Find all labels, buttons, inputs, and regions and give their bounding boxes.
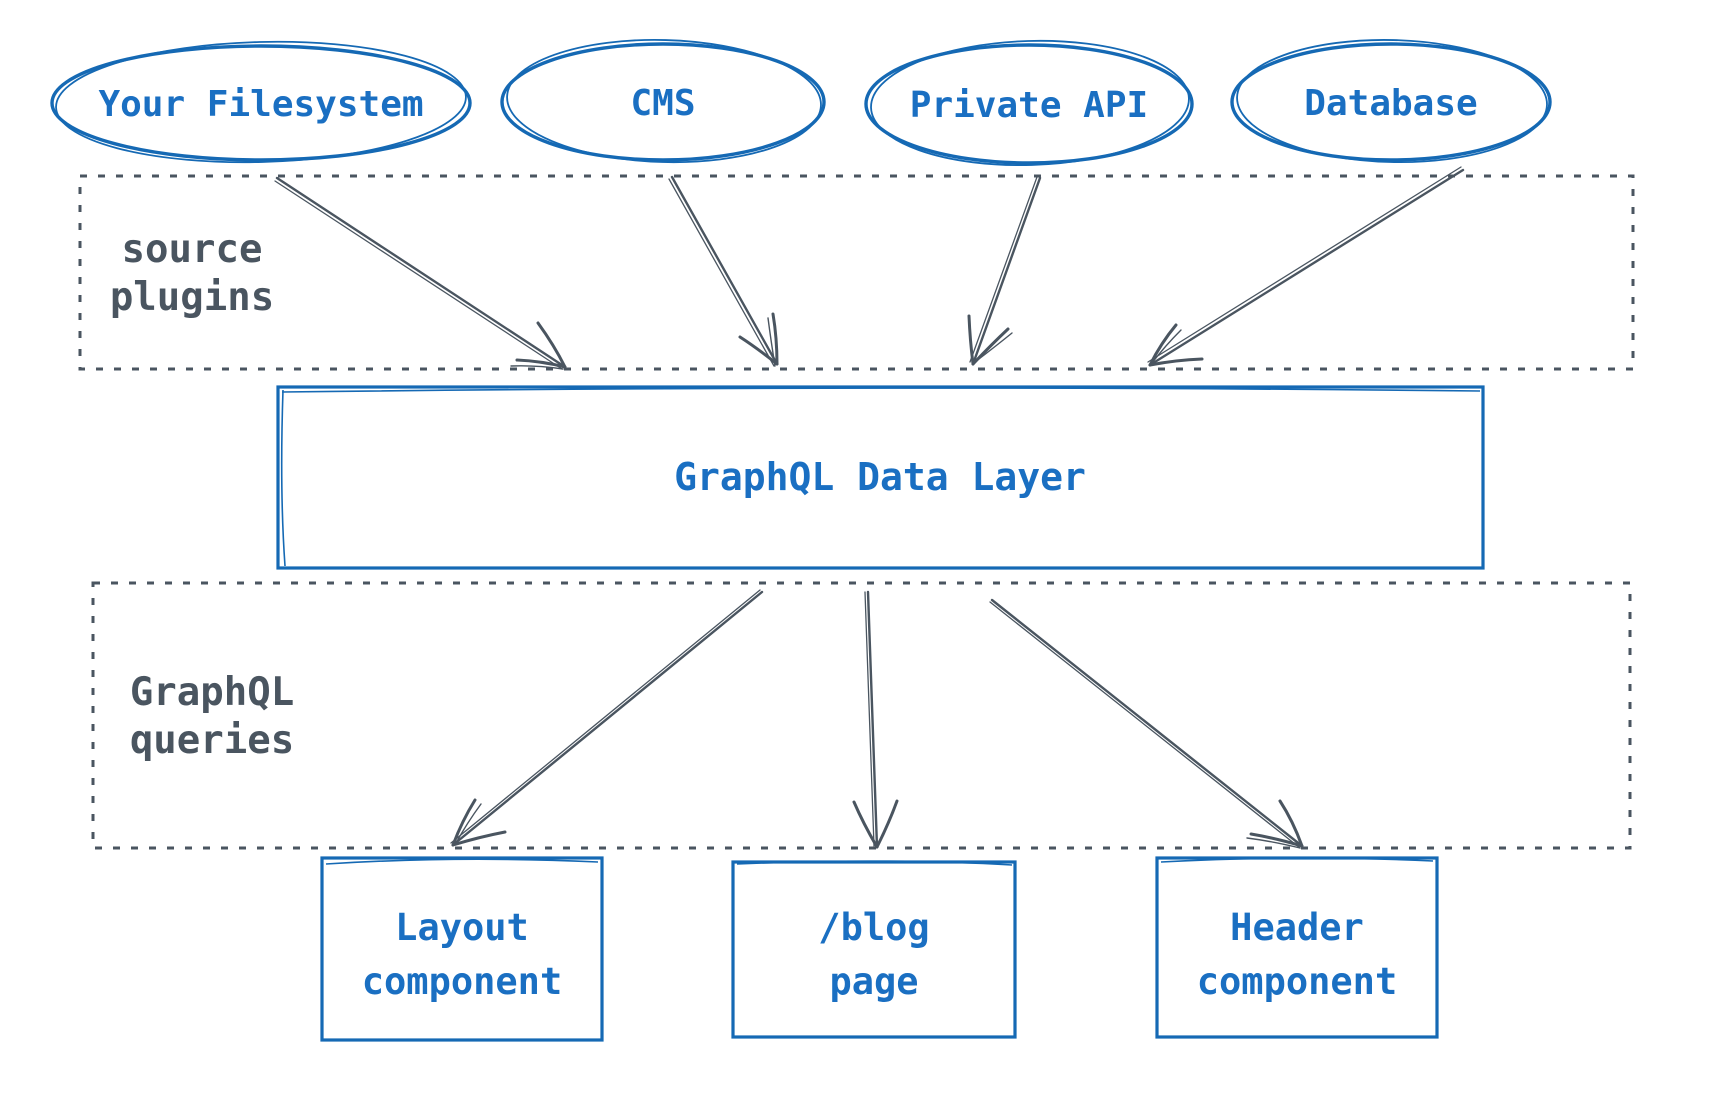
output-label-line2: component xyxy=(362,960,562,1003)
output-border-sketch xyxy=(736,860,1013,866)
graphql-queries-label-line1: GraphQL xyxy=(130,670,294,715)
source-plugins-border xyxy=(78,174,1635,371)
output-node-blog-page: /blog page xyxy=(731,860,1017,1039)
data-layer-border-sketch-left xyxy=(280,389,286,567)
output-node-header-component: Header component xyxy=(1155,856,1439,1039)
graphql-queries-border xyxy=(91,581,1632,850)
source-node-database: Database xyxy=(1230,39,1552,164)
source-node-label: Database xyxy=(1304,83,1477,124)
graphql-queries-label-line2: queries xyxy=(130,718,294,763)
output-label-line1: Header xyxy=(1230,906,1364,949)
ellipse-outline xyxy=(500,42,826,162)
arrow-cms-to-data-layer xyxy=(668,175,779,367)
output-label-line1: Layout xyxy=(395,906,529,949)
arrow-data-layer-to-blog-page xyxy=(852,590,899,849)
output-border-sketch xyxy=(325,858,599,865)
output-node-layout-component: Layout component xyxy=(320,856,604,1042)
ellipse-outline-sketch xyxy=(1236,39,1548,164)
ellipse-outline-sketch xyxy=(55,40,467,164)
source-node-private-api: Private API xyxy=(864,39,1194,167)
source-plugins-label-line1: source xyxy=(122,227,263,272)
output-border xyxy=(320,856,604,1042)
output-label-line1: /blog xyxy=(818,906,929,949)
data-layer-label: GraphQL Data Layer xyxy=(674,455,1086,499)
ellipse-outline xyxy=(864,43,1194,165)
arrow-your-filesystem-to-data-layer xyxy=(274,176,567,370)
data-layer-border-sketch-top xyxy=(281,387,1481,393)
arrow-private-api-to-data-layer xyxy=(967,176,1042,366)
ellipse-outline xyxy=(50,44,472,162)
ellipse-outline-sketch xyxy=(506,38,822,164)
output-label-line2: page xyxy=(829,960,918,1003)
output-border-sketch xyxy=(1160,857,1434,863)
arrow-data-layer-to-layout-component xyxy=(450,589,764,847)
arrow-data-layer-to-header-component xyxy=(989,598,1304,849)
source-node-cms: CMS xyxy=(500,38,826,164)
ellipse-outline xyxy=(1230,42,1552,162)
source-node-label: Your Filesystem xyxy=(98,84,423,125)
source-node-your-filesystem: Your Filesystem xyxy=(50,40,472,164)
arrow-database-to-data-layer xyxy=(1147,166,1465,367)
source-node-label: Private API xyxy=(910,85,1148,126)
output-border xyxy=(731,860,1017,1039)
output-label-line2: component xyxy=(1197,960,1397,1003)
source-plugins-label-line2: plugins xyxy=(110,275,274,320)
graphql-data-layer-node: GraphQL Data Layer xyxy=(276,385,1485,570)
data-layer-border xyxy=(276,385,1485,570)
graphql-queries-zone: GraphQL queries xyxy=(91,581,1632,850)
source-plugins-zone: source plugins xyxy=(78,174,1635,371)
source-node-label: CMS xyxy=(630,83,695,124)
ellipse-outline-sketch xyxy=(870,39,1190,167)
